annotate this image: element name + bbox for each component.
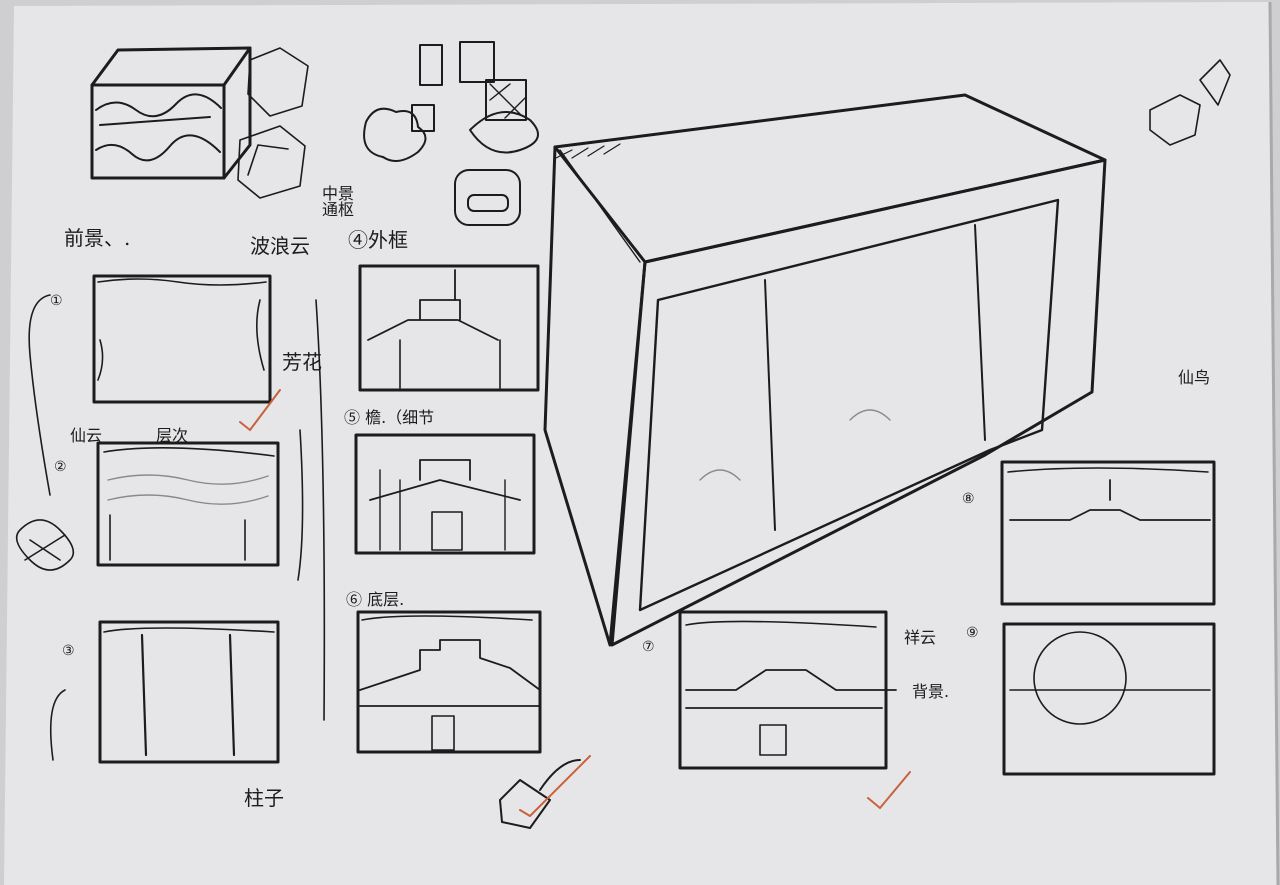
number-1: ① <box>50 293 63 309</box>
panel-3 <box>98 620 280 764</box>
label-xianque: 仙鸟 <box>1178 368 1211 387</box>
panel-9 <box>1002 622 1216 776</box>
paper-sheet <box>4 2 1278 885</box>
label-qianjing: 前景、. <box>64 226 131 250</box>
top-left-box-sketch <box>90 46 252 180</box>
panel-7 <box>678 610 897 770</box>
number-9: ⑨ <box>966 625 979 641</box>
number-3: ③ <box>62 643 75 659</box>
label-beijing: 背景. <box>912 682 950 701</box>
top-right-doodle <box>1149 59 1231 146</box>
label-fanghua: 芳花 <box>282 350 322 374</box>
panel-6 <box>356 610 542 754</box>
number-7: ⑦ <box>642 639 655 655</box>
panel-4 <box>358 264 540 392</box>
label-xianyun: 仙云 <box>70 426 103 445</box>
number-2: ② <box>54 459 67 475</box>
label-note5: ⑤ 檐.（细节 <box>344 408 435 427</box>
concept-doodles <box>363 41 539 226</box>
main-diorama-box <box>543 93 1107 647</box>
label-xiangyun: 祥云 <box>904 628 937 647</box>
panel-5 <box>354 433 536 555</box>
bottom-doodle <box>499 759 581 829</box>
number-8: ⑧ <box>962 491 975 507</box>
label-note6: ⑥ 底层. <box>346 590 405 609</box>
label-cengci: 层次 <box>156 426 189 445</box>
panel-1 <box>92 274 272 404</box>
label-bolangyun: 波浪云 <box>250 234 310 258</box>
panel-2 <box>96 441 280 567</box>
label-zhongjing: 中景 通枢 <box>322 184 355 219</box>
label-waikuang: ④外框 <box>348 228 408 252</box>
panel-8 <box>1000 460 1216 606</box>
small-cube-sketches <box>237 47 309 199</box>
check-marks <box>239 389 911 818</box>
label-zhuzi: 柱子 <box>244 786 284 810</box>
scribble-doodle <box>15 519 75 571</box>
side-brackets <box>28 294 326 761</box>
